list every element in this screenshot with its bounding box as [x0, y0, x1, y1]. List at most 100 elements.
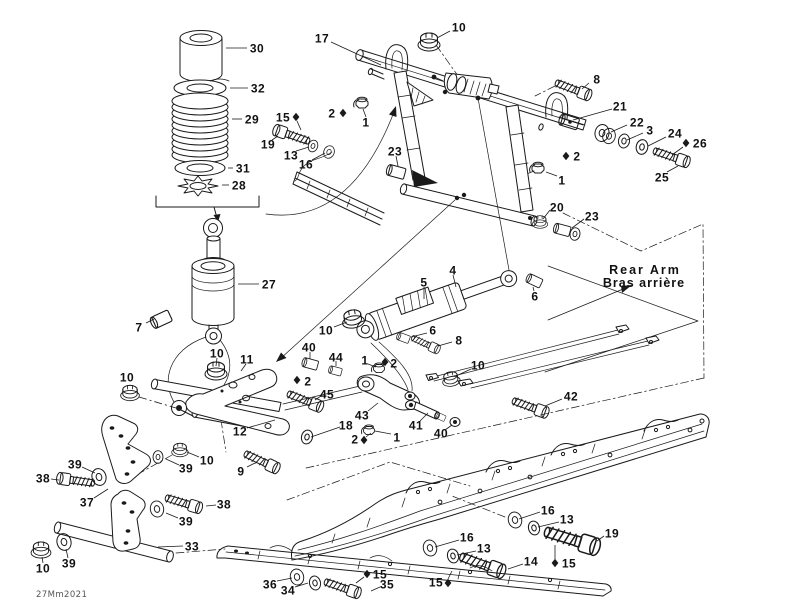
stopper-straps: [425, 324, 660, 420]
callout-leader: [310, 426, 341, 438]
callout-number-6: 6: [429, 323, 436, 337]
callout-number-25: 25: [655, 170, 669, 184]
callout-leader: [330, 41, 382, 66]
hardware-marker-diamond-icon: [562, 151, 570, 161]
callout-leader: [367, 363, 377, 368]
tunnel-bracket-stub: [292, 171, 385, 226]
callout-leader: [93, 488, 109, 499]
callout-leader: [333, 321, 348, 328]
callout-number-16: 16: [299, 157, 313, 171]
callout-leader: [671, 146, 684, 156]
callout-leader: [544, 398, 563, 407]
callout-leader: [314, 395, 322, 401]
callout-leader: [437, 341, 453, 347]
callout-number-15: 15: [276, 110, 290, 124]
callout-number-39: 39: [179, 514, 193, 528]
callout-leader: [65, 548, 69, 559]
bellcrank-43: [356, 374, 420, 411]
callout-number-16: 16: [541, 503, 555, 517]
callout-number-38: 38: [36, 471, 50, 485]
shock-absorber-front: [191, 218, 235, 345]
callout-number-21: 21: [613, 99, 627, 113]
drawing-code: 27Mm2021: [36, 590, 87, 600]
left-hook: [385, 44, 409, 72]
callout-number-19: 19: [261, 137, 275, 151]
callout-leader: [246, 462, 256, 468]
callout-number-39: 39: [68, 457, 82, 471]
rear-arm-label-en: Rear Arm: [609, 263, 681, 277]
cam-adjuster: [177, 175, 219, 197]
callout-number-29: 29: [245, 112, 259, 126]
callout-number-11: 11: [240, 352, 254, 366]
hardware-marker-diamond-icon: [682, 138, 690, 148]
hardware-marker-diamond-icon: [551, 558, 559, 568]
callout-leader: [610, 124, 628, 133]
spring-stopper-cylinder: [189, 33, 213, 43]
diagram-artwork: [30, 30, 710, 601]
callout-number-22: 22: [630, 115, 644, 129]
callout-leader: [581, 82, 590, 90]
callout-number-15: 15: [373, 567, 387, 581]
callout-leader: [537, 521, 560, 528]
callout-leader: [374, 430, 392, 435]
callout-number-39: 39: [179, 461, 193, 475]
callout-number-26: 26: [693, 136, 707, 150]
callout-leader: [532, 286, 535, 292]
callout-leader: [50, 478, 60, 481]
callout-number-36: 36: [263, 577, 277, 591]
callout-number-1: 1: [558, 173, 565, 187]
callout-leader: [157, 545, 184, 548]
callout-number-32: 32: [251, 81, 265, 95]
hardware-marker-diamond-icon: [381, 357, 389, 367]
callout-number-44: 44: [329, 350, 343, 364]
callout-number-13: 13: [284, 148, 298, 162]
callout-leader: [596, 535, 605, 542]
callout-number-30: 30: [250, 41, 264, 55]
hardware-marker-diamond-icon: [292, 112, 300, 122]
callout-number-31: 31: [236, 161, 250, 175]
callout-leader: [367, 402, 379, 412]
callout-number-28: 28: [232, 178, 246, 192]
callout-leader: [456, 550, 477, 556]
callout-leader: [165, 512, 179, 519]
callout-leader: [271, 135, 279, 141]
center-linkage: [120, 356, 461, 476]
callout-leader: [215, 357, 218, 367]
callout-number-9: 9: [237, 464, 244, 478]
callout-number-16: 16: [460, 530, 474, 544]
callout-leader: [542, 209, 551, 220]
callout-number-42: 42: [564, 389, 578, 403]
callout-leader: [395, 155, 399, 167]
callout-number-41: 41: [409, 418, 423, 432]
callout-leader: [572, 108, 613, 121]
callout-number-1: 1: [362, 115, 369, 129]
callout-number-10: 10: [319, 323, 333, 337]
callout-leader: [138, 396, 177, 409]
hardware-marker-diamond-icon: [363, 569, 371, 579]
callout-leader: [205, 504, 217, 507]
callout-number-27: 27: [262, 277, 276, 291]
callout-number-10: 10: [210, 346, 224, 360]
callout-leader: [571, 218, 585, 229]
hardware-marker-diamond-icon: [444, 578, 452, 588]
rear-arm-label-fr: Bras arrière: [603, 276, 685, 290]
callout-number-10: 10: [120, 370, 134, 384]
callout-leader: [362, 108, 367, 118]
callout-number-20: 20: [550, 200, 564, 214]
callout-number-18: 18: [339, 418, 353, 432]
callout-leader: [545, 171, 558, 177]
callout-leader: [296, 120, 302, 131]
callout-number-4: 4: [449, 263, 456, 277]
callout-leader: [295, 146, 310, 152]
callout-leader: [518, 511, 541, 520]
callout-number-6: 6: [531, 289, 538, 303]
callout-number-45: 45: [320, 387, 334, 401]
callout-number-38: 38: [217, 497, 231, 511]
callout-leader: [455, 368, 472, 377]
callout-leader: [626, 132, 644, 141]
callout-leader: [165, 458, 180, 466]
callout-number-37: 37: [80, 495, 94, 509]
callout-leader: [311, 152, 326, 161]
callout-number-8: 8: [593, 72, 600, 86]
